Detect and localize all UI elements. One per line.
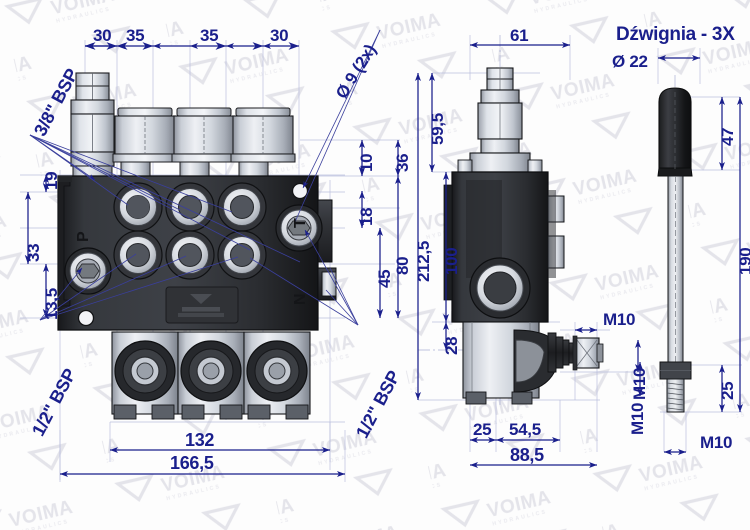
valve-nameplate [165, 286, 239, 324]
port-label-t: T [292, 218, 309, 228]
port-label-n: N [292, 293, 309, 305]
port-label-p: P [75, 231, 92, 242]
